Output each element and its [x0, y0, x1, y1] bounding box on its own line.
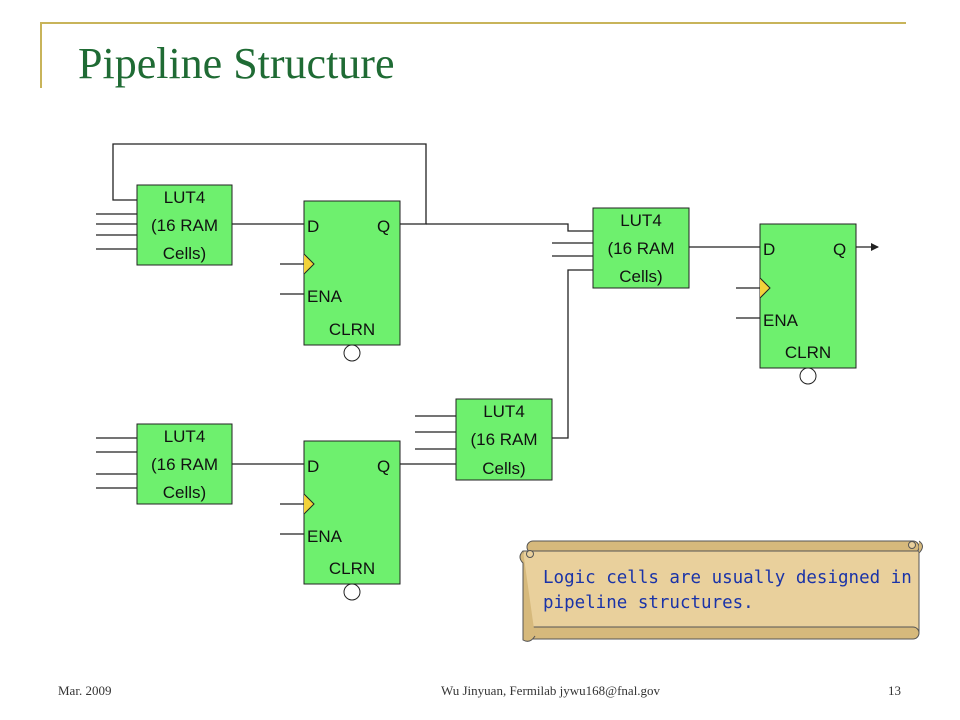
lut-block-1: LUT4 (16 RAM Cells) — [136, 184, 233, 266]
left-accent-line — [40, 22, 42, 88]
lut-3-line-3: Cells) — [619, 267, 662, 286]
top-accent-line — [40, 22, 906, 24]
ff3-d-label: D — [763, 240, 775, 259]
scroll-note: Logic cells are usually designed in pipe… — [543, 568, 912, 613]
flipflop-2: D Q ENA CLRN — [303, 440, 401, 601]
clock-marker-icon — [759, 277, 771, 299]
slide-title: Pipeline Structure — [78, 39, 395, 88]
ff2-ena-label: ENA — [307, 527, 343, 546]
footer-author: Wu Jinyuan, Fermilab jywu168@fnal.gov — [441, 683, 661, 698]
scroll-callout — [519, 540, 923, 642]
ff1-q-label: Q — [377, 217, 390, 236]
flipflop-3: D Q ENA CLRN — [759, 223, 857, 385]
lut-block-3: LUT4 (16 RAM Cells) — [592, 207, 690, 289]
ff3-ena-label: ENA — [763, 311, 799, 330]
clear-bubble-icon — [343, 583, 361, 601]
ff1-ena-label: ENA — [307, 287, 343, 306]
clock-marker-icon — [303, 493, 315, 515]
ff2-clrn-label: CLRN — [329, 559, 375, 578]
flipflop-1: D Q ENA CLRN — [303, 200, 401, 362]
wire-ff1-to-lut3 — [426, 223, 593, 232]
ff1-d-label: D — [307, 217, 319, 236]
ff1-clrn-label: CLRN — [329, 320, 375, 339]
lut-4-line-1: LUT4 — [483, 402, 525, 421]
lut-3-line-1: LUT4 — [620, 211, 662, 230]
wire-lut5-to-lut3 — [552, 269, 593, 439]
lut-3-line-2: (16 RAM — [607, 239, 674, 258]
lut-4-line-2: (16 RAM — [470, 430, 537, 449]
clear-bubble-icon — [343, 344, 361, 362]
lut-4-line-3: Cells) — [482, 459, 525, 478]
clock-marker-icon — [303, 253, 315, 275]
ff2-d-label: D — [307, 457, 319, 476]
lut-2-line-1: LUT4 — [164, 427, 206, 446]
lut-block-4: LUT4 (16 RAM Cells) — [455, 398, 553, 481]
lut-block-2: LUT4 (16 RAM Cells) — [136, 423, 233, 505]
lut-1-line-2: (16 RAM — [151, 216, 218, 235]
ff3-q-label: Q — [833, 240, 846, 259]
lut-2-line-2: (16 RAM — [151, 455, 218, 474]
lut-1-line-1: LUT4 — [164, 188, 206, 207]
lut-2-line-3: Cells) — [163, 483, 206, 502]
footer-date: Mar. 2009 — [58, 683, 112, 698]
wires — [96, 143, 879, 535]
ff2-q-label: Q — [377, 457, 390, 476]
ff3-clrn-label: CLRN — [785, 343, 831, 362]
footer-page-number: 13 — [888, 683, 901, 698]
wire-feedback-loop — [112, 143, 427, 225]
lut-1-line-3: Cells) — [163, 244, 206, 263]
clear-bubble-icon — [799, 367, 817, 385]
